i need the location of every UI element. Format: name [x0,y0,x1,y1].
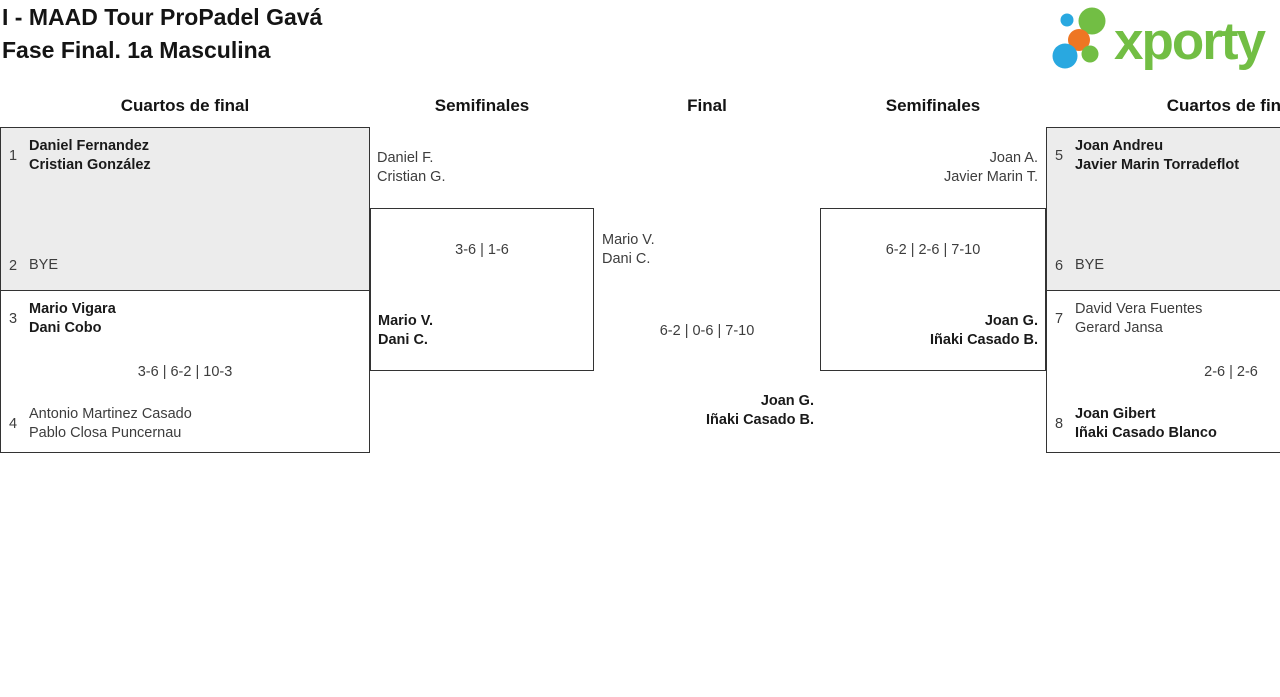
round-header-final: Final [687,96,727,115]
player-name: Gerard Jansa [1075,320,1163,336]
logo-dot-blue-small [1060,13,1074,27]
tournament-name: I - MAAD Tour ProPadel Gavá [2,4,323,30]
bye-label: BYE [1075,257,1105,273]
match-score: 6-2 | 2-6 | 7-10 [885,242,981,258]
team-name: Joan Andreu Javier Marin Torradeflot [1075,137,1239,175]
player-name: Joan G. [984,313,1038,329]
team-slot: 7 David Vera Fuentes Gerard Jansa [1055,300,1202,338]
player-name: Pablo Closa Puncernau [29,425,182,441]
player-name: Daniel F. [377,150,434,166]
team-slot: 1 Daniel Fernandez Cristian González [9,137,151,175]
player-name: Iñaki Casado B. [706,412,814,428]
xporty-logo[interactable]: xporty [1050,1,1280,79]
player-name: Dani C. [602,251,651,267]
logo-dot-orange [1068,29,1090,51]
player-name: Mario V. [602,232,655,248]
round-header-semifinals-right: Semifinales [885,96,981,115]
logo-dot-green-large [1078,7,1106,35]
team-slot: 5 Joan Andreu Javier Marin Torradeflot [1055,137,1239,175]
team-name: Joan G. Iñaki Casado B. [930,312,1038,350]
team-slot: 8 Joan Gibert Iñaki Casado Blanco [1055,405,1217,443]
team-name: Antonio Martinez Casado Pablo Closa Punc… [29,405,192,443]
player-name: David Vera Fuentes [1075,301,1203,317]
category-name: Fase Final. 1a Masculina [2,37,271,63]
team-slot: 3 Mario Vigara Dani Cobo [9,300,116,338]
player-name: Dani C. [378,332,428,348]
player-name: Daniel Fernandez [29,138,150,154]
match-box-qf-left-1: 1 Daniel Fernandez Cristian González 2 B… [0,127,370,291]
match-box-qf-right-2: 7 David Vera Fuentes Gerard Jansa 2-6 | … [1046,290,1280,453]
team-name: Daniel Fernandez Cristian González [29,137,151,175]
player-name: Joan G. [760,393,814,409]
match-box-qf-left-2: 3 Mario Vigara Dani Cobo 3-6 | 6-2 | 10-… [0,290,370,453]
player-name: Iñaki Casado B. [930,332,1038,348]
match-score: 3-6 | 1-6 [455,242,509,258]
match-box-sf-left: 3-6 | 1-6 Mario V. Dani C. [370,208,594,371]
player-name: Mario Vigara [29,301,116,317]
seed-number: 7 [1055,311,1064,327]
player-name: Cristian González [29,157,151,173]
team-slot: 4 Antonio Martinez Casado Pablo Closa Pu… [9,405,192,443]
player-name: Joan Andreu [1075,138,1164,154]
player-name: Javier Marin T. [943,169,1038,185]
seed-number: 3 [9,311,18,327]
match-box-qf-right-1: 5 Joan Andreu Javier Marin Torradeflot 6… [1046,127,1280,291]
player-name: Antonio Martinez Casado [29,406,192,422]
bye-label: BYE [29,257,59,273]
team-name: Daniel F. Cristian G. [377,149,446,187]
round-header-semifinals-left: Semifinales [434,96,530,115]
xporty-logo-text: xporty [1114,12,1267,71]
match-box-sf-right: 6-2 | 2-6 | 7-10 Joan G. Iñaki Casado B. [820,208,1046,371]
final-score: 6-2 | 0-6 | 7-10 [659,323,755,339]
team-name: Mario V. Dani C. [378,312,433,350]
player-name: Joan Gibert [1075,406,1156,422]
player-name: Mario V. [378,313,434,329]
seed-number: 1 [9,148,18,164]
seed-number: 2 [9,257,18,274]
team-name: Joan A. Javier Marin T. [820,149,1038,187]
player-name: Cristian G. [377,169,446,185]
player-name: Iñaki Casado Blanco [1075,425,1217,441]
final-team-bottom-winner: Joan G. Iñaki Casado B. [594,392,814,430]
team-slot: 2 BYE [9,256,58,275]
team-name: Joan Gibert Iñaki Casado Blanco [1075,405,1217,443]
seed-number: 8 [1055,416,1064,432]
logo-dot-green-small [1081,45,1099,63]
team-slot: 6 BYE [1055,256,1104,275]
match-score: 2-6 | 2-6 [1204,363,1258,380]
round-header-quarterfinals-left: Cuartos de final [120,96,250,115]
player-name: Javier Marin Torradeflot [1075,157,1240,173]
seed-number: 6 [1055,257,1064,274]
player-name: Joan A. [989,150,1038,166]
logo-dot-blue-large [1052,43,1078,69]
team-name: Mario Vigara Dani Cobo [29,300,116,338]
seed-number: 5 [1055,148,1064,164]
match-score: 3-6 | 6-2 | 10-3 [137,363,233,380]
team-name: David Vera Fuentes Gerard Jansa [1075,300,1202,338]
page-title: I - MAAD Tour ProPadel Gavá Fase Final. … [2,1,322,67]
player-name: Dani Cobo [29,320,102,336]
final-team-top: Mario V. Dani C. [602,231,655,269]
round-header-quarterfinals-right: Cuartos de final [1166,96,1280,115]
seed-number: 4 [9,416,18,432]
